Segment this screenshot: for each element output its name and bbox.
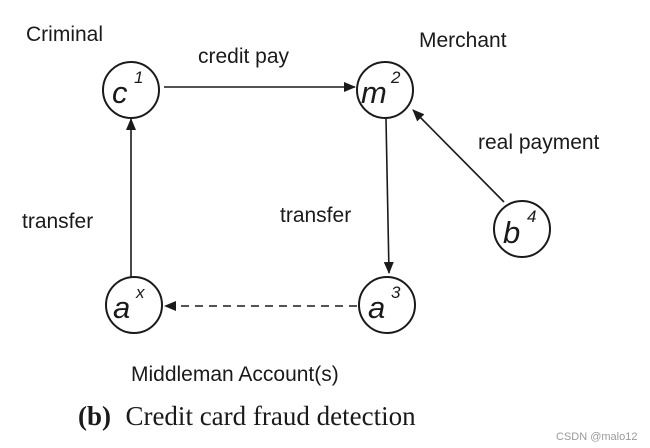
figure-caption: (b) Credit card fraud detection	[78, 401, 416, 431]
node-c1: c 1	[102, 61, 160, 119]
node-m2-main: m	[361, 75, 387, 110]
label-credit-pay: credit pay	[198, 45, 290, 68]
node-a3: a 3	[358, 276, 416, 334]
label-criminal: Criminal	[26, 23, 103, 46]
caption-text: Credit card fraud detection	[125, 401, 416, 431]
node-b4-sup: 4	[527, 207, 536, 226]
label-merchant: Merchant	[419, 29, 507, 52]
node-c1-sup: 1	[134, 68, 143, 87]
node-a3-sup: 3	[391, 283, 401, 302]
node-m2-sup: 2	[390, 68, 401, 87]
label-real-payment: real payment	[478, 131, 600, 154]
label-middleman: Middleman Account(s)	[131, 363, 339, 386]
node-b4: b 4	[493, 200, 551, 258]
node-ax: a x	[105, 276, 163, 334]
label-transfer-left: transfer	[22, 210, 93, 233]
watermark: CSDN @malo12	[556, 431, 637, 443]
node-c1-main: c	[112, 75, 128, 110]
caption-tag: (b)	[78, 401, 111, 431]
edge-transfer-to-middleman	[383, 118, 394, 274]
node-m2: m 2	[356, 61, 414, 119]
edge-real-payment	[412, 109, 505, 203]
node-ax-main: a	[113, 290, 130, 325]
node-a3-main: a	[368, 290, 385, 325]
node-ax-sup: x	[135, 283, 145, 302]
label-transfer-mid: transfer	[280, 204, 351, 227]
node-b4-main: b	[503, 215, 520, 250]
